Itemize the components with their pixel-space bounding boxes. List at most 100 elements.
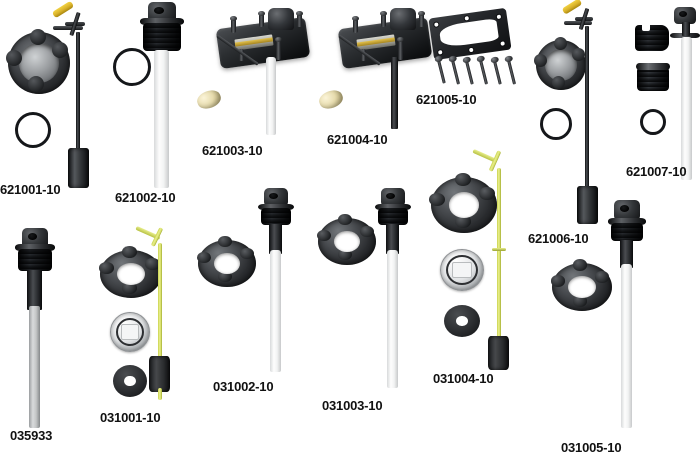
screw-head-icon — [475, 55, 485, 63]
label-621002-10: 621002-10 — [115, 190, 176, 205]
part-031002-10-dipstick — [258, 188, 308, 388]
label-621006-10: 621006-10 — [528, 231, 589, 246]
terminal-gold-contact-icon — [356, 37, 396, 47]
part-031003-10 — [317, 213, 428, 373]
stud-screw-icon — [419, 14, 424, 27]
white-tube-icon — [387, 250, 398, 388]
screw-icon — [503, 55, 517, 85]
stud-screw-icon — [259, 14, 264, 27]
cream-float-icon — [194, 87, 224, 112]
collar-flange-icon — [608, 218, 646, 225]
elbow-head-icon — [674, 7, 696, 24]
knurled-cap-icon — [534, 37, 586, 90]
stud-screw-icon — [231, 19, 236, 33]
part-031002-10 — [197, 235, 308, 390]
collar-flange-icon — [375, 204, 411, 210]
part-621004-10 — [316, 5, 438, 135]
screw-icon — [447, 55, 461, 85]
screw-head-icon — [489, 56, 499, 64]
sight-glass-seal-icon — [110, 312, 150, 352]
screw-icon — [475, 55, 489, 85]
dome-housing-icon — [390, 8, 416, 30]
yellow-tip-icon — [561, 0, 583, 15]
gasket-plate-icon — [428, 7, 512, 61]
collar-flange-icon — [140, 18, 184, 25]
label-031002-10: 031002-10 — [213, 379, 274, 394]
stud-screw-icon — [398, 40, 403, 60]
white-tube-icon — [154, 50, 169, 188]
o-ring-icon — [113, 48, 151, 86]
yellow-tip-icon — [51, 0, 75, 19]
gasket-bolt-hole-icon — [434, 22, 439, 27]
stud-head-icon — [418, 11, 425, 16]
label-031003-10: 031003-10 — [322, 398, 383, 413]
part-031001-10 — [98, 240, 188, 410]
stud-head-icon — [352, 16, 359, 21]
label-621004-10: 621004-10 — [327, 132, 388, 147]
part-035933 — [10, 228, 80, 428]
label-621003-10: 621003-10 — [202, 143, 263, 158]
gasket-bolt-hole-icon — [500, 41, 505, 46]
clamp-notch-icon — [642, 23, 650, 31]
stud-screw-icon — [276, 40, 281, 60]
screw-head-icon — [461, 56, 471, 64]
stud-head-icon — [275, 37, 282, 42]
stem-icon — [386, 224, 399, 254]
stem-icon — [620, 240, 633, 268]
ring-nut-icon — [99, 246, 162, 298]
gasket-bolt-hole-icon — [468, 47, 474, 53]
threaded-body-icon — [143, 23, 181, 51]
cream-float-icon — [316, 87, 346, 112]
threaded-body-icon — [18, 249, 52, 271]
stud-head-icon — [397, 37, 404, 42]
stud-head-icon — [380, 11, 387, 16]
o-ring-icon — [15, 112, 51, 148]
part-031003-10-dipstick — [375, 188, 425, 388]
flex-rod-icon — [497, 168, 501, 340]
elbow-head-icon — [614, 200, 640, 220]
label-031001-10: 031001-10 — [100, 410, 161, 425]
part-621002-10 — [110, 0, 200, 200]
terminal-gold-contact-icon — [234, 37, 274, 47]
stud-screw-icon — [353, 19, 358, 33]
flat-washer-icon — [113, 365, 147, 397]
threaded-plug-icon — [635, 62, 671, 91]
white-tube-icon — [266, 57, 276, 135]
dipstick-rod-main-icon — [585, 26, 589, 189]
elbow-head-icon — [148, 2, 176, 22]
label-031004-10: 031004-10 — [433, 371, 494, 386]
flat-washer-icon — [444, 305, 480, 337]
screw-head-icon — [503, 55, 513, 63]
white-tube-icon — [621, 264, 632, 428]
part-621001-10 — [0, 0, 110, 200]
elbow-head-icon — [264, 188, 288, 206]
part-621001-10-dipstick — [51, 0, 115, 200]
stud-head-icon — [230, 16, 237, 21]
threaded-body-icon — [611, 223, 643, 241]
ring-nut-icon — [429, 173, 497, 233]
part-031005-10-dipstick — [608, 200, 658, 435]
crossbar-icon — [53, 26, 83, 30]
part-031001-10-dipstick — [135, 225, 180, 400]
part-621006-10 — [532, 25, 612, 225]
o-ring-icon — [540, 108, 572, 140]
collar-flange-icon — [15, 244, 55, 251]
label-031005-10: 031005-10 — [561, 440, 622, 455]
ring-nut-icon — [551, 259, 612, 311]
barbed-clamp-icon — [635, 23, 669, 51]
label-621007-10: 621007-10 — [626, 164, 687, 179]
gasket-bolt-hole-icon — [464, 16, 470, 21]
threaded-body-icon — [378, 208, 408, 225]
flex-rod-tail-icon — [158, 388, 162, 400]
screw-icon — [461, 56, 474, 85]
plug-head-icon — [635, 62, 671, 70]
stud-screw-icon — [381, 14, 386, 27]
elbow-head-icon — [22, 228, 48, 248]
part-621003-10 — [193, 5, 313, 135]
gasket-bolt-hole-icon — [438, 50, 443, 55]
ring-nut-icon — [317, 214, 376, 265]
elbow-head-icon — [381, 188, 405, 206]
screw-icon — [433, 55, 446, 84]
part-621007-10 — [630, 5, 700, 185]
